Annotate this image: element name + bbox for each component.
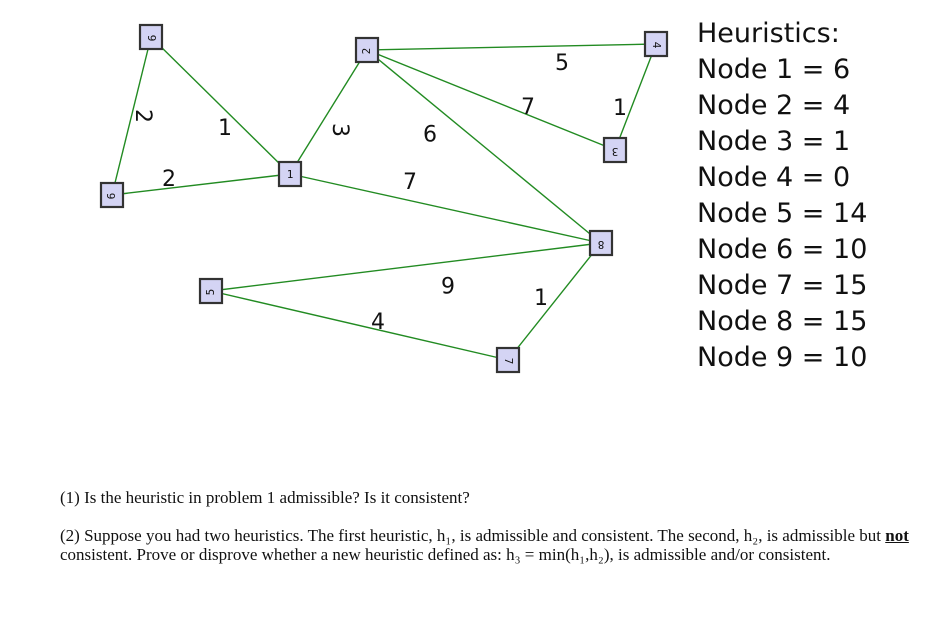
- node-label-5: 5: [204, 289, 217, 296]
- edge-1-2: [289, 49, 368, 175]
- node-1: 1: [277, 160, 303, 188]
- heuristic-node-5: Node 5 = 14: [697, 198, 868, 229]
- node-label-1: 1: [287, 168, 294, 181]
- question-2-not: not: [885, 526, 909, 545]
- edge-weight-5-7: 4: [371, 310, 385, 335]
- edge-weight-2-3: 7: [521, 95, 535, 120]
- node-label-3: 3: [612, 145, 619, 158]
- node-8: 8: [588, 229, 614, 257]
- node-box-5: [198, 277, 224, 305]
- edge-9-6: [111, 36, 152, 196]
- node-label-4: 4: [650, 42, 663, 49]
- node-box-2: [354, 36, 380, 64]
- node-box-7: [495, 346, 521, 374]
- node-5: 5: [198, 277, 224, 305]
- edge-weight-4-3: 1: [613, 96, 627, 121]
- node-7: 7: [495, 346, 521, 374]
- heuristic-node-2: Node 2 = 4: [697, 90, 851, 121]
- edge-2-8: [366, 49, 602, 244]
- node-box-3: [602, 136, 628, 164]
- question-2-part-2: consistent. Prove or disprove whether a …: [60, 545, 831, 564]
- node-label-6: 6: [105, 193, 118, 200]
- node-box-6: [99, 181, 125, 209]
- edge-9-1: [150, 36, 291, 175]
- node-label-2: 2: [360, 48, 373, 55]
- edge-weight-9-1: 1: [218, 116, 232, 141]
- edge-weight-2-8: 9: [423, 119, 437, 144]
- edge-6-1: [111, 173, 291, 196]
- heuristic-node-4: Node 4 = 0: [697, 162, 851, 193]
- node-label-8: 8: [598, 238, 605, 251]
- edge-2-4: [366, 43, 657, 51]
- node-label-9: 9: [145, 35, 158, 42]
- heuristic-node-6: Node 6 = 10: [697, 234, 868, 265]
- question-2: (2) Suppose you had two heuristics. The …: [60, 526, 910, 564]
- edge-2-3: [366, 49, 616, 151]
- node-label-7: 7: [502, 358, 515, 365]
- node-box-4: [643, 30, 669, 58]
- node-box-9: [138, 23, 164, 51]
- heuristics-title: Heuristics:: [697, 18, 840, 49]
- edge-weight-6-1: 2: [162, 167, 176, 192]
- edge-5-8: [210, 242, 602, 292]
- question-1: (1) Is the heuristic in problem 1 admiss…: [60, 488, 470, 507]
- node-2: 2: [354, 36, 380, 64]
- edge-weight-2-4: 5: [555, 51, 569, 76]
- edge-weight-1-8: 7: [403, 170, 417, 195]
- questions: (1) Is the heuristic in problem 1 admiss…: [60, 488, 910, 583]
- edge-weight-1-2: 3: [327, 123, 352, 137]
- node-3: 3: [602, 136, 628, 164]
- edge-4-3: [614, 43, 657, 151]
- edge-weight-9-6: 2: [130, 109, 155, 123]
- node-9: 9: [138, 23, 164, 51]
- edge-5-7: [210, 290, 509, 361]
- heuristic-node-7: Node 7 = 15: [697, 270, 868, 301]
- heuristic-node-1: Node 1 = 6: [697, 54, 851, 85]
- node-box-8: [588, 229, 614, 257]
- edge-7-8: [507, 242, 602, 361]
- node-4: 4: [643, 30, 669, 58]
- question-2-part-1: (2) Suppose you had two heuristics. The …: [60, 526, 886, 545]
- heuristic-node-3: Node 3 = 1: [697, 126, 851, 157]
- node-box-1: [277, 160, 303, 188]
- edge-weight-5-8: 6: [441, 271, 455, 296]
- edge-1-8: [289, 173, 602, 244]
- edge-weight-7-8: 1: [534, 286, 548, 311]
- heuristics-table: Heuristics: Node 1 = 6 Node 2 = 4 Node 3…: [697, 16, 867, 376]
- node-6: 6: [99, 181, 125, 209]
- heuristic-node-8: Node 8 = 15: [697, 306, 868, 337]
- heuristic-node-9: Node 9 = 10: [697, 342, 868, 373]
